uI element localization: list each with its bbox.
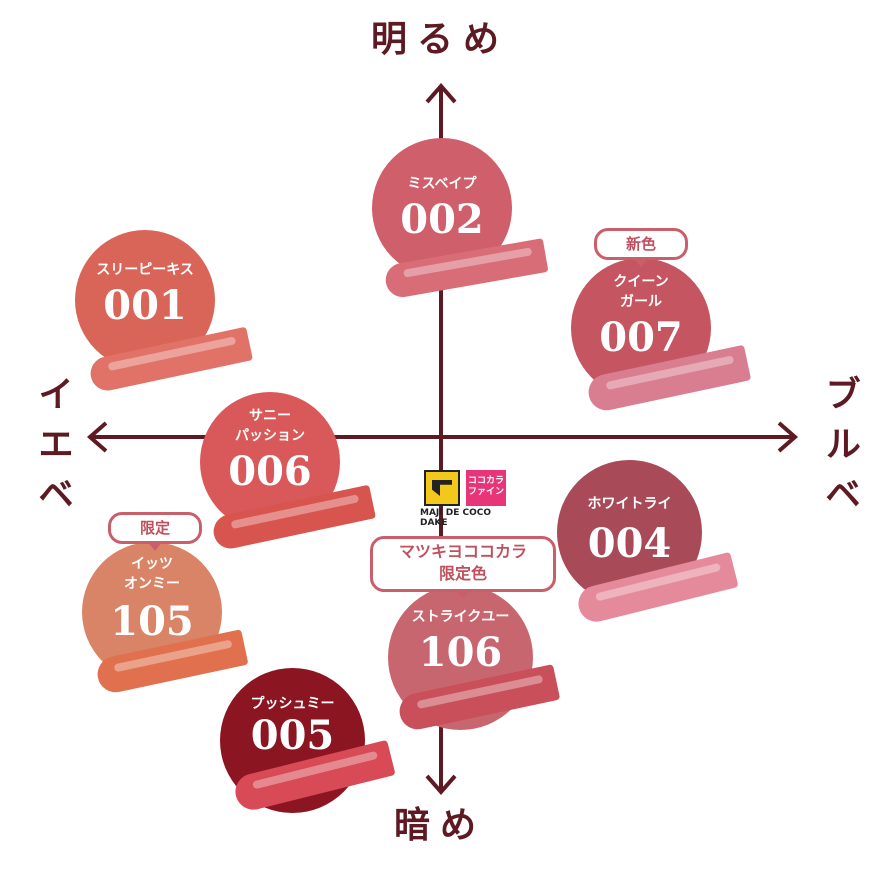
shade-007[interactable]: クイーン ガール 007 [571, 258, 752, 418]
axis-label-blue-base: ブルベ [819, 375, 860, 525]
brand-logo: ココカラ ファイン MAJI DE COCO DAKE [420, 470, 520, 528]
shade-004[interactable]: ホワイトライ 004 [557, 460, 739, 626]
shade-006[interactable]: サニー パッション 006 [200, 392, 376, 552]
shade-name: サニー パッション [235, 408, 305, 444]
shade-005[interactable]: プッシュミー 005 [220, 668, 396, 828]
shade-name: ストライクユー [411, 609, 510, 625]
shade-name: ホワイトライ [587, 496, 672, 512]
axis-label-yellow-base: イエベ [32, 375, 73, 525]
shade-code: 005 [250, 712, 335, 759]
shade-name: クイーン ガール [613, 274, 669, 310]
store-limited-badge: マツキヨココカラ 限定色 [370, 536, 556, 599]
shade-002[interactable]: ミスベイプ 002 [372, 138, 549, 300]
shade-name: イッツ オンミー [124, 556, 180, 592]
logo-caption: MAJI DE COCO DAKE [420, 508, 492, 528]
shade-code: 006 [228, 448, 312, 495]
shade-code: 106 [418, 629, 503, 676]
shade-name: スリーピーキス [96, 262, 194, 278]
shade-code: 004 [587, 520, 672, 567]
limited-badge: 限定 [108, 512, 202, 551]
new-color-badge: 新色 [594, 228, 688, 267]
majimaji-logo-icon [424, 470, 460, 506]
shade-code: 002 [400, 196, 484, 243]
shade-105[interactable]: イッツ オンミー 105 [82, 542, 249, 702]
shade-code: 105 [110, 598, 194, 645]
shade-001[interactable]: スリーピーキス 001 [75, 230, 253, 394]
axis-label-bright: 明るめ [370, 19, 509, 60]
axis-label-dark: 暗め [393, 805, 486, 846]
shade-name: ミスベイプ [407, 176, 477, 192]
cocokara-logo: ココカラ ファイン [466, 470, 506, 506]
shade-code: 007 [599, 314, 683, 361]
shade-106[interactable]: ストライクユー 106 [388, 585, 561, 745]
shade-code: 001 [103, 282, 187, 329]
shade-name: プッシュミー [250, 696, 335, 712]
